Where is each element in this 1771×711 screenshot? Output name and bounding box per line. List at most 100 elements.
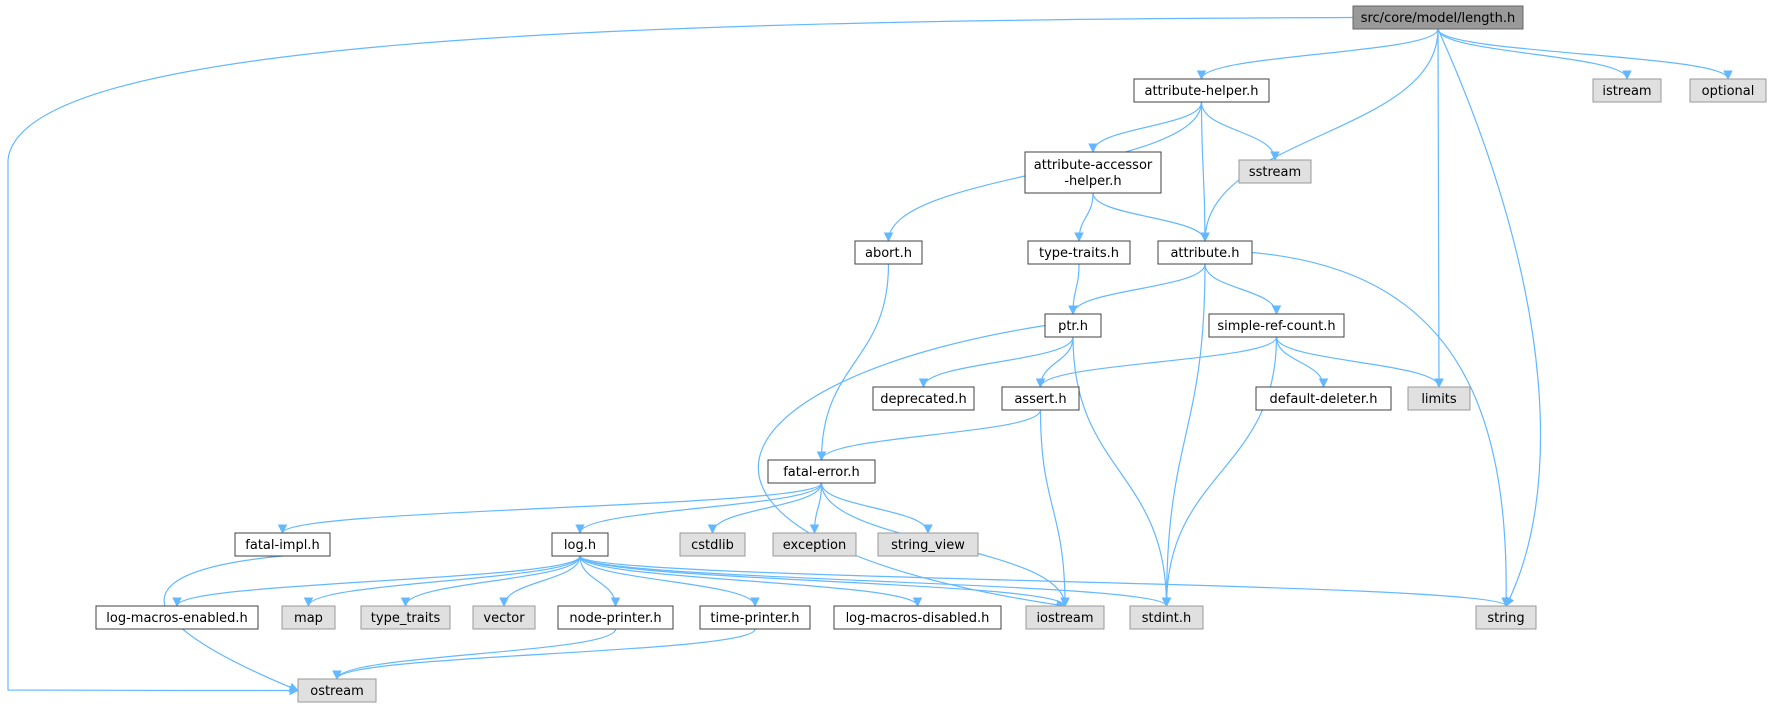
- edge-attribute-accessor-to-type-traits-h: [1074, 192, 1094, 242]
- node-box[interactable]: [297, 678, 377, 703]
- edge-log-to-time-printer: [579, 555, 760, 607]
- node-box[interactable]: [360, 605, 451, 630]
- edge-log-to-string: [579, 555, 1511, 607]
- node-box[interactable]: [772, 532, 857, 557]
- node-label: deprecated.h: [880, 392, 966, 407]
- node-log-macros-disabled[interactable]: log-macros-disabled.h: [833, 605, 1002, 630]
- node-box[interactable]: [557, 605, 674, 630]
- node-exception[interactable]: exception: [772, 532, 857, 557]
- node-box[interactable]: [679, 532, 746, 557]
- node-label: attribute-accessor: [1034, 158, 1153, 173]
- node-node-printer[interactable]: node-printer.h: [557, 605, 674, 630]
- edge-log-to-map: [303, 555, 581, 607]
- edge-attribute-to-ptr: [1068, 263, 1206, 315]
- node-box[interactable]: [1024, 151, 1162, 194]
- node-string_view[interactable]: string_view: [877, 532, 979, 557]
- edge-fatal-error-to-fatal-impl: [277, 482, 823, 534]
- node-label: attribute-helper.h: [1144, 84, 1258, 99]
- node-box[interactable]: [854, 240, 923, 265]
- node-default-deleter[interactable]: default-deleter.h: [1255, 386, 1392, 411]
- edge-length-to-limits: [1434, 28, 1444, 388]
- edge-ptr-to-stdint: [1072, 336, 1172, 607]
- node-label: stdint.h: [1142, 611, 1191, 626]
- node-iostream[interactable]: iostream: [1025, 605, 1105, 630]
- node-box[interactable]: [1157, 240, 1253, 265]
- node-box[interactable]: [877, 532, 979, 557]
- node-map[interactable]: map: [281, 605, 336, 630]
- node-abort[interactable]: abort.h: [854, 240, 923, 265]
- node-fatal-error[interactable]: fatal-error.h: [767, 459, 876, 484]
- node-label: optional: [1702, 84, 1755, 99]
- node-box[interactable]: [767, 459, 876, 484]
- node-assert[interactable]: assert.h: [1001, 386, 1080, 411]
- node-stdint[interactable]: stdint.h: [1129, 605, 1204, 630]
- node-attribute[interactable]: attribute.h: [1157, 240, 1253, 265]
- node-attribute-helper[interactable]: attribute-helper.h: [1133, 78, 1270, 103]
- node-label: type-traits.h: [1039, 246, 1119, 261]
- node-label: iostream: [1036, 611, 1093, 626]
- node-label: cstdlib: [691, 538, 734, 553]
- node-optional[interactable]: optional: [1689, 78, 1767, 103]
- edge-attribute-helper-to-attribute: [1200, 101, 1210, 242]
- node-box[interactable]: [872, 386, 975, 411]
- node-box[interactable]: [833, 605, 1002, 630]
- node-type_traits[interactable]: type_traits: [360, 605, 451, 630]
- node-box[interactable]: [234, 532, 331, 557]
- node-cstdlib[interactable]: cstdlib: [679, 532, 746, 557]
- node-deprecated[interactable]: deprecated.h: [872, 386, 975, 411]
- node-box[interactable]: [472, 605, 536, 630]
- edge-attribute-helper-to-sstream: [1200, 101, 1280, 161]
- node-length[interactable]: src/core/model/length.h: [1352, 5, 1524, 30]
- node-limits[interactable]: limits: [1407, 386, 1471, 411]
- node-label: log-macros-disabled.h: [846, 611, 990, 626]
- node-label: exception: [783, 538, 847, 553]
- node-label: sstream: [1249, 165, 1301, 180]
- node-label: fatal-error.h: [783, 465, 860, 480]
- edge-log-to-log-macros-enabled: [172, 555, 581, 607]
- edge-fatal-error-to-log: [575, 482, 823, 534]
- node-box[interactable]: [699, 605, 811, 630]
- node-box[interactable]: [1475, 605, 1537, 630]
- node-label: -helper.h: [1064, 174, 1121, 189]
- edge-length-to-istream: [1437, 28, 1632, 80]
- node-type-traits-h[interactable]: type-traits.h: [1027, 240, 1131, 265]
- node-vector[interactable]: vector: [472, 605, 536, 630]
- node-box[interactable]: [1001, 386, 1080, 411]
- node-fatal-impl[interactable]: fatal-impl.h: [234, 532, 331, 557]
- node-simple-ref-count[interactable]: simple-ref-count.h: [1208, 313, 1345, 338]
- node-label: limits: [1421, 392, 1457, 407]
- node-istream[interactable]: istream: [1592, 78, 1662, 103]
- edge-log-to-stdint: [579, 555, 1172, 607]
- node-box[interactable]: [1407, 386, 1471, 411]
- node-ostream[interactable]: ostream: [297, 678, 377, 703]
- node-box[interactable]: [95, 605, 259, 630]
- node-box[interactable]: [1025, 605, 1105, 630]
- node-label: vector: [483, 611, 525, 626]
- node-box[interactable]: [1592, 78, 1662, 103]
- node-label: fatal-impl.h: [245, 538, 319, 553]
- node-box[interactable]: [1133, 78, 1270, 103]
- node-box[interactable]: [1238, 159, 1312, 184]
- node-box[interactable]: [1208, 313, 1345, 338]
- edge-attribute-to-string: [1251, 251, 1511, 607]
- node-box[interactable]: [1255, 386, 1392, 411]
- node-time-printer[interactable]: time-printer.h: [699, 605, 811, 630]
- node-log-macros-enabled[interactable]: log-macros-enabled.h: [95, 605, 259, 630]
- node-box[interactable]: [1689, 78, 1767, 103]
- node-label: attribute.h: [1170, 246, 1239, 261]
- node-box[interactable]: [1129, 605, 1204, 630]
- node-ptr[interactable]: ptr.h: [1044, 313, 1102, 338]
- edge-attribute-to-simple-ref-count: [1204, 263, 1282, 315]
- node-box[interactable]: [281, 605, 336, 630]
- edge-log-to-iostream: [579, 555, 1070, 607]
- node-attribute-accessor[interactable]: attribute-accessor-helper.h: [1024, 151, 1162, 194]
- node-log[interactable]: log.h: [551, 532, 609, 557]
- node-sstream[interactable]: sstream: [1238, 159, 1312, 184]
- node-string[interactable]: string: [1475, 605, 1537, 630]
- edge-attribute-helper-to-attribute-accessor: [1088, 101, 1203, 153]
- node-box[interactable]: [1352, 5, 1524, 30]
- node-box[interactable]: [1044, 313, 1102, 338]
- node-box[interactable]: [551, 532, 609, 557]
- node-box[interactable]: [1027, 240, 1131, 265]
